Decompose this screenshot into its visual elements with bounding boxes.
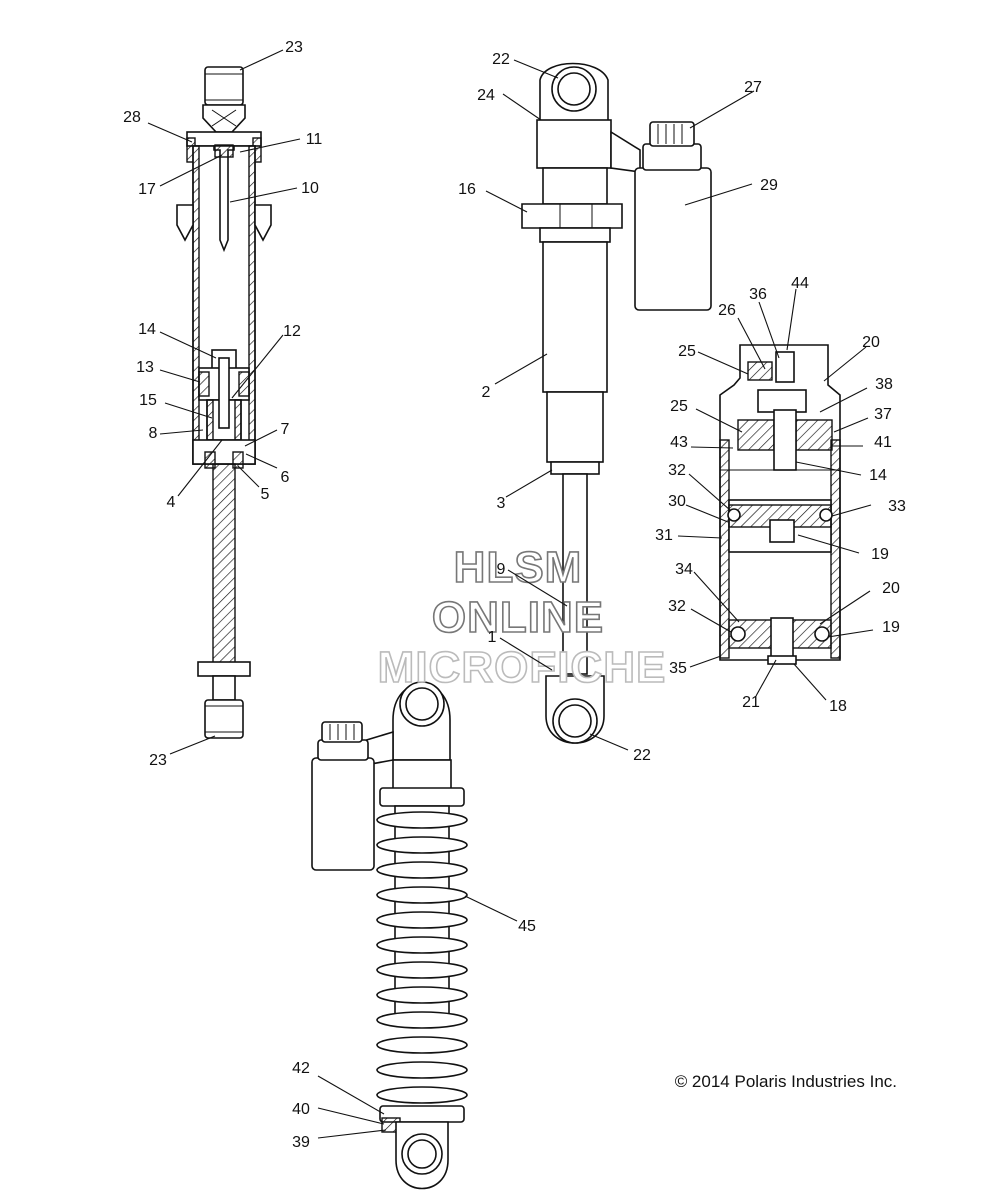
callout-24: 24 [477, 87, 495, 104]
watermark-line-3: MICROFICHE [378, 643, 667, 692]
callout-37: 37 [874, 406, 892, 423]
callout-22-bottom: 22 [633, 747, 651, 764]
callout-41: 41 [874, 434, 892, 451]
callout-20-top: 20 [862, 334, 880, 351]
callout-26: 26 [718, 302, 736, 319]
callout-45: 45 [518, 918, 536, 935]
watermark: HLSM ONLINE MICROFICHE [377, 542, 667, 693]
coilover-assembly [311, 681, 468, 1190]
reservoir-cross-section [719, 344, 841, 665]
callout-14-right: 14 [869, 467, 887, 484]
callout-42: 42 [292, 1060, 310, 1077]
callout-3: 3 [497, 495, 506, 512]
callout-27: 27 [744, 79, 762, 96]
callout-34: 34 [675, 561, 693, 578]
callout-10: 10 [301, 180, 319, 197]
callout-11: 11 [306, 131, 323, 148]
callout-2: 2 [482, 384, 491, 401]
callout-39: 39 [292, 1134, 310, 1151]
callout-29: 29 [760, 177, 778, 194]
callout-35: 35 [669, 660, 687, 677]
callout-15: 15 [139, 392, 157, 409]
callout-19-mid: 19 [871, 546, 889, 563]
callout-23-top: 23 [285, 39, 303, 56]
callout-40: 40 [292, 1101, 310, 1118]
callout-23-bottom: 23 [149, 752, 167, 769]
callout-1: 1 [488, 629, 497, 646]
coil-spring [376, 811, 468, 1104]
callout-5: 5 [261, 486, 270, 503]
callout-20-bottom: 20 [882, 580, 900, 597]
shock-assembly-side-view [521, 62, 712, 744]
copyright-notice: © 2014 Polaris Industries Inc. [675, 1072, 897, 1091]
callout-16: 16 [458, 181, 476, 198]
callout-12: 12 [283, 323, 301, 340]
callout-7: 7 [281, 421, 290, 438]
shock-cross-section [176, 66, 272, 739]
callout-labels: 23 28 11 17 10 14 12 13 15 8 7 4 5 6 23 … [123, 39, 906, 1151]
callout-9: 9 [497, 561, 506, 578]
callout-21: 21 [742, 694, 760, 711]
callout-13: 13 [136, 359, 154, 376]
callout-32-top: 32 [668, 462, 686, 479]
watermark-line-2: ONLINE [432, 593, 604, 642]
callout-44: 44 [791, 275, 809, 292]
callout-8: 8 [149, 425, 158, 442]
callout-36: 36 [749, 286, 767, 303]
callout-6: 6 [281, 469, 290, 486]
callout-33: 33 [888, 498, 906, 515]
callout-25-mid: 25 [670, 398, 688, 415]
callout-32-bottom: 32 [668, 598, 686, 615]
callout-38: 38 [875, 376, 893, 393]
watermark-line-1: HLSM [454, 543, 583, 592]
callout-18: 18 [829, 698, 847, 715]
callout-25-top: 25 [678, 343, 696, 360]
leader-lines [147, 49, 874, 1139]
callout-4: 4 [167, 494, 176, 511]
callout-30: 30 [668, 493, 686, 510]
callout-22-top: 22 [492, 51, 510, 68]
callout-17: 17 [138, 181, 156, 198]
callout-31: 31 [655, 527, 673, 544]
callout-19-bottom: 19 [882, 619, 900, 636]
callout-28: 28 [123, 109, 141, 126]
callout-43: 43 [670, 434, 688, 451]
callout-14-left: 14 [138, 321, 156, 338]
